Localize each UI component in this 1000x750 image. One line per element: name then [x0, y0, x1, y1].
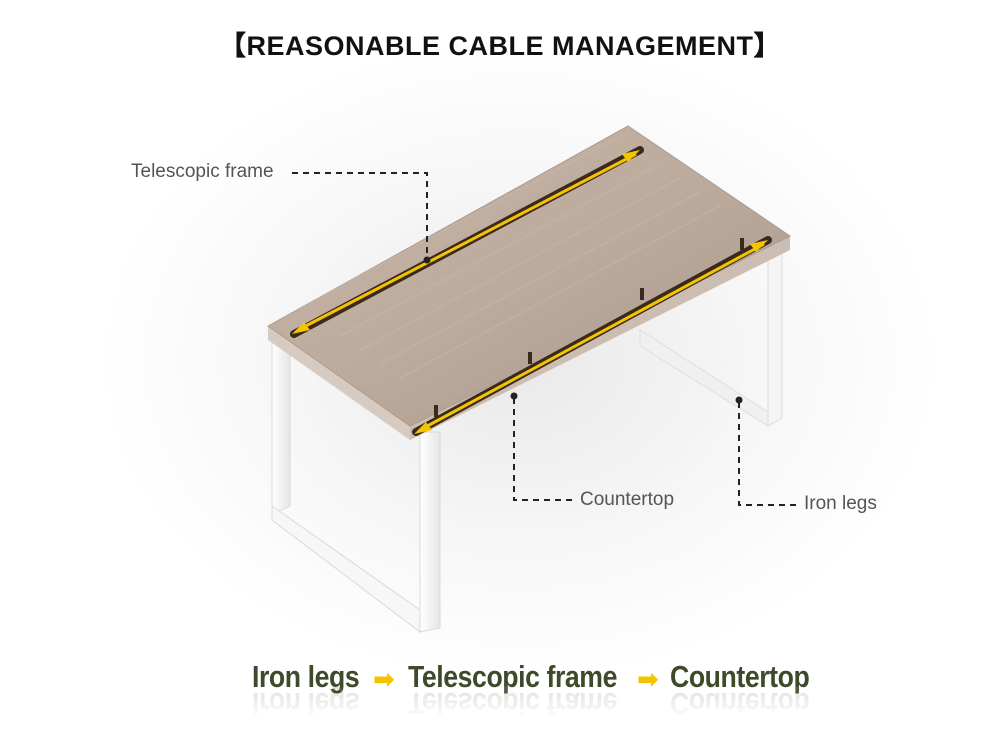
- leader-countertop: [513, 398, 572, 501]
- flow-step-iron-legs: Iron legs: [252, 659, 360, 694]
- telescopic-frame-back: [290, 146, 644, 338]
- leader-telescopic: [292, 172, 428, 258]
- countertop: [267, 125, 791, 440]
- flow-reflection: Telescopic frame: [408, 686, 617, 721]
- flow-reflection: Iron legs: [252, 686, 360, 721]
- callout-countertop: Countertop: [580, 489, 675, 510]
- leader-dots: [423, 256, 743, 404]
- arrow-right-icon: ➡: [373, 664, 395, 694]
- callout-iron-legs: Iron legs: [804, 493, 877, 514]
- flow-step-telescopic-frame: Telescopic frame: [408, 659, 617, 694]
- flow-reflection: Countertop: [670, 686, 810, 721]
- back-leg-right: [639, 251, 783, 427]
- flow-step-countertop: Countertop: [670, 659, 810, 694]
- telescopic-frame-front: [412, 236, 772, 436]
- arrow-right-icon: ➡: [637, 664, 659, 694]
- callout-telescopic-frame: Telescopic frame: [131, 161, 274, 182]
- leader-lines: [292, 172, 796, 506]
- page-title: 【REASONABLE CABLE MANAGEMENT】: [218, 31, 781, 61]
- leader-ironlegs: [738, 402, 796, 506]
- front-leg-left: [271, 339, 441, 634]
